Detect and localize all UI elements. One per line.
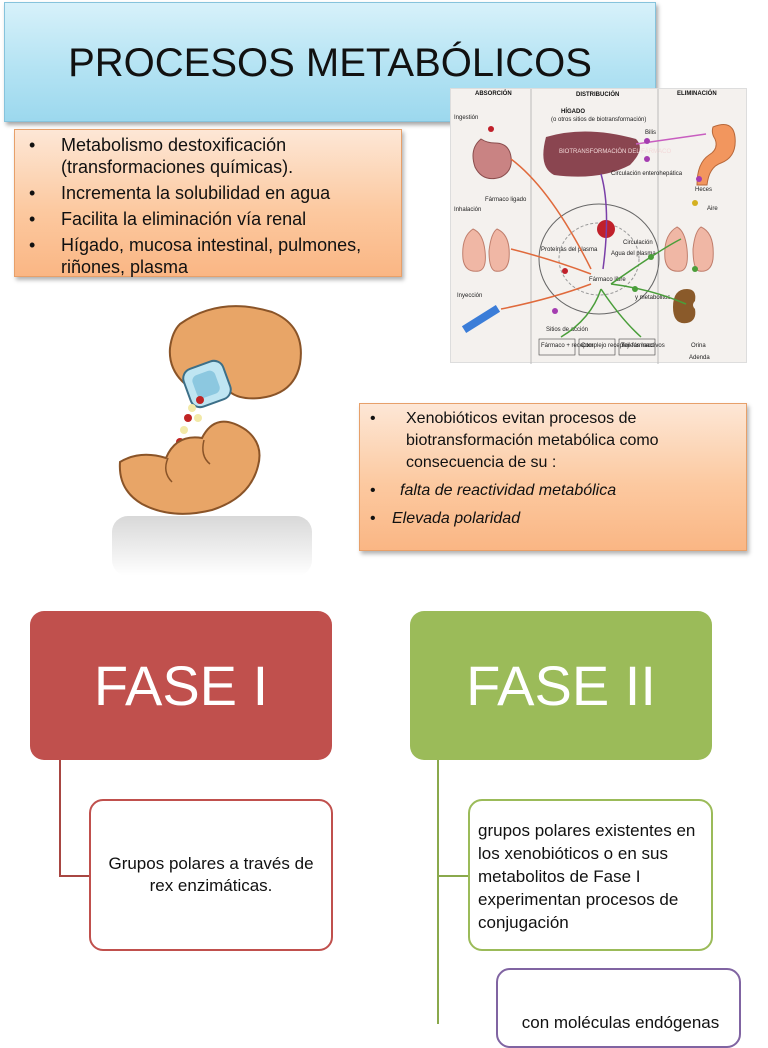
intro-bullet: Hígado, mucosa intestinal, pulmones, riñ… — [15, 234, 395, 278]
pharmacokinetics-illustration: ABSORCIÓN DISTRIBUCIÓN ELIMINACIÓN Inges… — [454, 89, 736, 364]
xenobiotics-box: Xenobióticos evitan procesos de biotrans… — [359, 403, 747, 551]
label-ingestion: Ingestión — [454, 115, 478, 121]
intro-bullet-box: Metabolismo destoxificación (transformac… — [14, 129, 402, 277]
label-adenda: Adenda — [689, 355, 710, 361]
fase2-card-text: grupos polares existentes en los xenobió… — [478, 821, 696, 932]
diagram-header-distribucion: DISTRIBUCIÓN — [576, 90, 619, 98]
label-tejidos-inactivos: Tejidos inactivos — [621, 343, 665, 349]
label-heces: Heces — [695, 187, 712, 193]
label-sitios-accion: Sitios de acción — [546, 327, 588, 333]
label-inyeccion: Inyección — [457, 293, 482, 299]
label-farmaco-receptor: Fármaco + receptor — [541, 343, 594, 349]
fase1-card-text: Grupos polares a través de rex enzimátic… — [108, 854, 314, 895]
page-title: PROCESOS METABÓLICOS — [68, 41, 592, 85]
label-proteinas: Proteínas del plasma — [541, 247, 598, 253]
label-complejo: Complejo receptor-fármaco — [581, 343, 654, 349]
hands-pill-icon — [112, 305, 312, 576]
fase2-connector-branch — [437, 875, 469, 877]
diagram-header-absorcion: ABSORCIÓN — [475, 89, 512, 97]
label-metabolitos: y metabolitos — [635, 295, 670, 301]
xeno-item: falta de reactividad metabólica — [360, 480, 740, 502]
label-farmaco-ligado: Fármaco ligado — [485, 197, 527, 203]
label-inhalacion: Inhalación — [454, 207, 481, 213]
label-biotrans: BIOTRANSFORMACIÓN DEL FÁRMACO — [559, 148, 671, 155]
fase1-header: FASE I — [30, 611, 332, 760]
pill-bottle-illustration — [108, 290, 318, 580]
pharmacokinetics-diagram: ABSORCIÓN DISTRIBUCIÓN ELIMINACIÓN Inges… — [450, 88, 747, 364]
fase2-card: grupos polares existentes en los xenobió… — [468, 799, 713, 951]
label-circulacion: Circulación — [623, 240, 653, 246]
label-aire: Aire — [707, 206, 718, 212]
xeno-lead-bullet: Xenobióticos evitan procesos de biotrans… — [360, 408, 740, 474]
diagram-header-eliminacion: ELIMINACIÓN — [677, 89, 717, 97]
label-circ-entero: Circulación enterohepática — [611, 171, 683, 177]
label-higado-sub: (o otros sitios de biotransformación) — [551, 117, 646, 123]
fase2-card2-text: con moléculas endógenas — [521, 1013, 720, 1032]
label-agua-plasma: Agua del plasma — [611, 251, 656, 257]
fase2-card-2: con moléculas endógenas — [496, 968, 741, 1048]
label-farmaco-libre: Fármaco libre — [589, 277, 626, 283]
fase1-card: Grupos polares a través de rex enzimátic… — [89, 799, 333, 951]
xeno-item: Elevada polaridad — [360, 508, 740, 530]
title-banner: PROCESOS METABÓLICOS — [4, 2, 656, 122]
intro-bullet: Facilita la eliminación vía renal — [15, 208, 395, 230]
fase1-connector — [59, 760, 91, 877]
intro-bullet: Incrementa la solubilidad en agua — [15, 182, 395, 204]
label-orina: Orina — [691, 343, 706, 349]
intro-bullet: Metabolismo destoxificación (transformac… — [15, 134, 395, 178]
label-bilis: Bilis — [645, 130, 656, 136]
fase2-header: FASE II — [410, 611, 712, 760]
label-higado: HÍGADO — [561, 107, 585, 115]
fase2-connector — [437, 760, 439, 1024]
